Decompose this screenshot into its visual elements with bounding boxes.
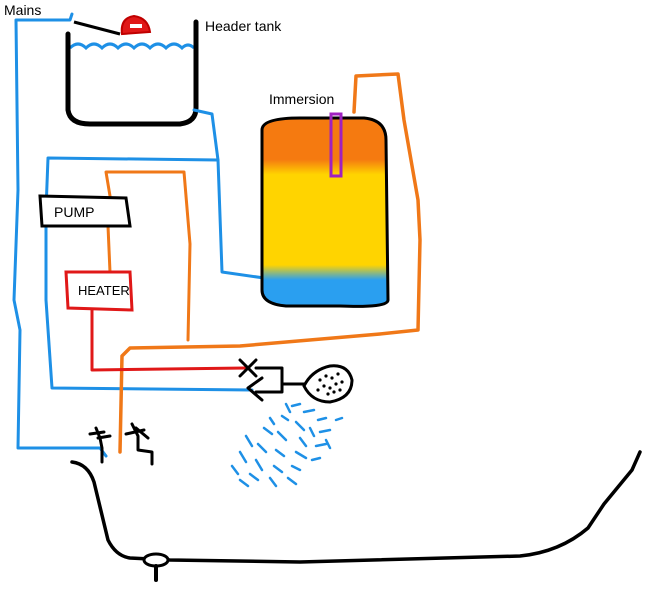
bath-tap-icon [88, 422, 154, 466]
hot-outlet-pipe [118, 72, 422, 454]
heater-hot-pipe [104, 170, 192, 342]
heater-output-pipe [90, 308, 248, 372]
mains-label: Mains [4, 2, 41, 18]
header-tank-label: Header tank [205, 18, 282, 34]
immersion-label: Immersion [269, 91, 334, 107]
immersion-heater [329, 112, 343, 178]
float-valve-icon [120, 14, 152, 36]
shower-head-icon [302, 364, 354, 404]
header-tank [65, 14, 199, 127]
header-tank-body [65, 19, 199, 127]
heater-box: HEATER [64, 270, 134, 312]
mains-pipe [12, 12, 108, 458]
header-tank-feed-pipe [192, 108, 266, 280]
pump-label: PUMP [54, 204, 94, 220]
bath-outline [70, 450, 642, 564]
cold-supply-pipe [44, 156, 254, 392]
bath-plug-icon [142, 552, 170, 582]
shower-spray [230, 402, 344, 488]
heater-label: HEATER [78, 283, 130, 298]
hot-water-cylinder [260, 112, 390, 308]
header-tank-water [68, 42, 196, 51]
pump-box: PUMP [38, 194, 132, 228]
float-valve-arm [73, 20, 121, 36]
mixer-valve-icon [238, 358, 306, 402]
